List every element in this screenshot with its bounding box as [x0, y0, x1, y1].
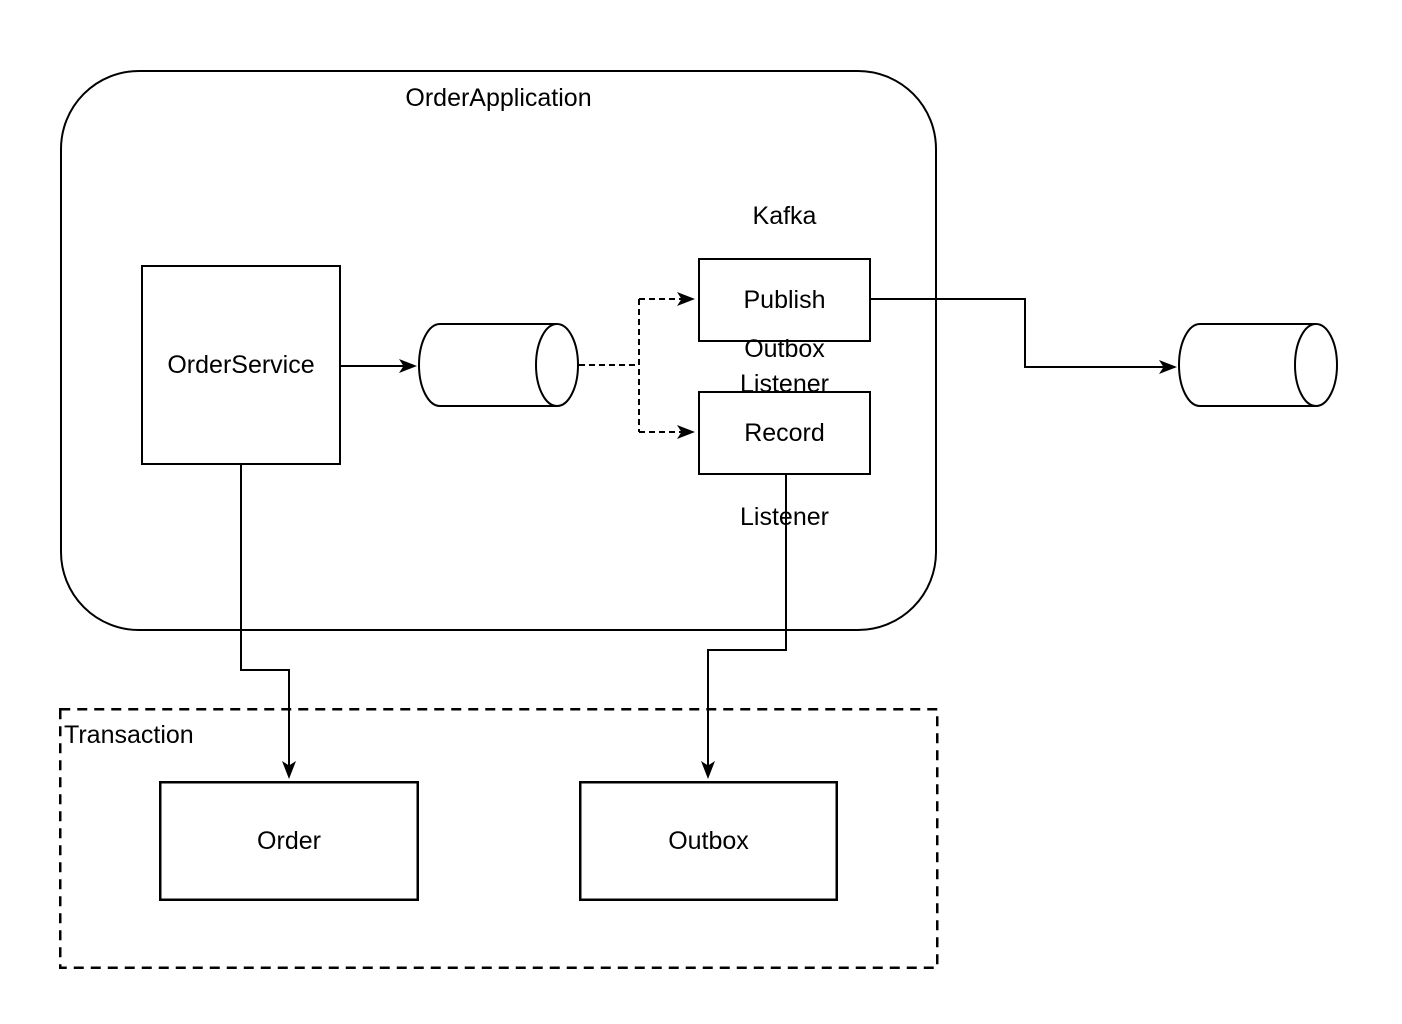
- outbox-record-listener-node: [698, 391, 871, 475]
- connector-orderservice-to-order: [240, 465, 296, 779]
- outbox-table-node: [579, 781, 838, 901]
- transaction-boundary: [59, 708, 939, 969]
- external-queue-cylinder: [1178, 323, 1338, 407]
- order-service-node: [141, 265, 341, 465]
- connector-outboxlistener-to-outbox: [701, 474, 787, 779]
- internal-queue-cylinder: [418, 323, 579, 407]
- connector-queue-to-listeners-dashed: [579, 292, 695, 439]
- connector-kafkalistener-to-external-queue: [871, 298, 1177, 374]
- kafka-publish-listener-node: [698, 258, 871, 342]
- order-table-node: [159, 781, 419, 901]
